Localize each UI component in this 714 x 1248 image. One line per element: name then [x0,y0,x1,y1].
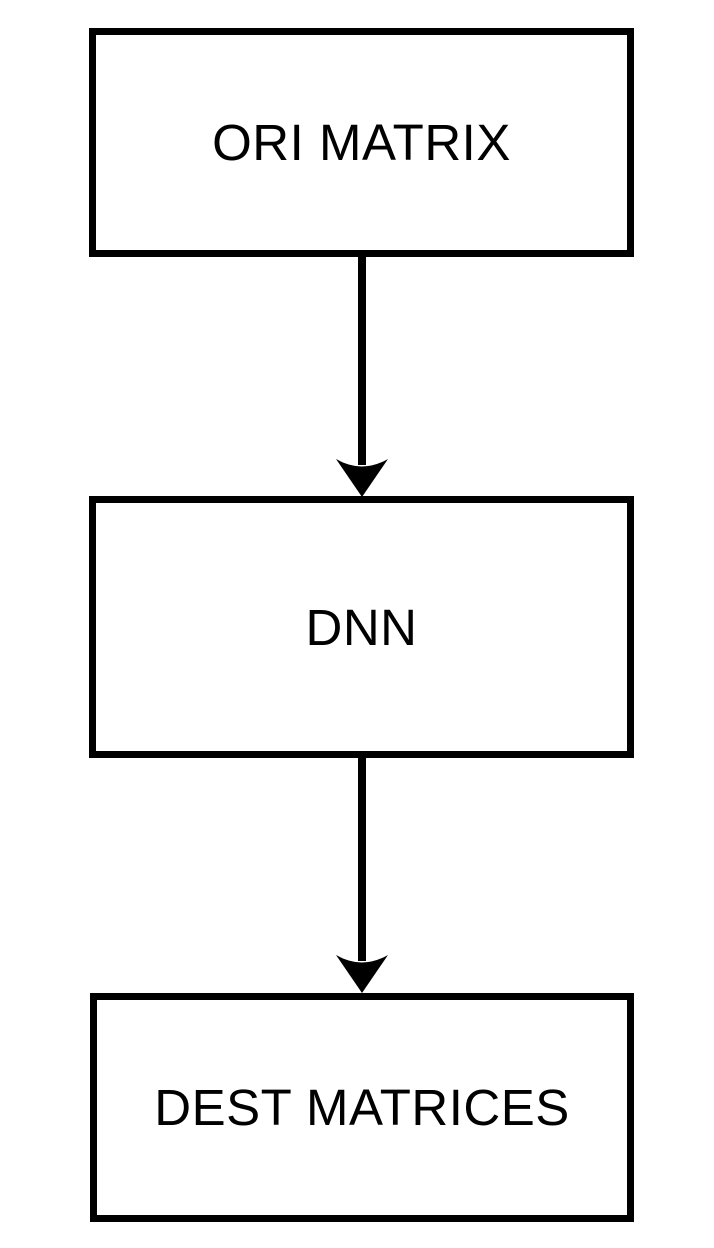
connector-ori-to-dnn [336,257,388,497]
node-dnn: DNN [89,496,634,758]
node-dest-matrices: DEST MATRICES [90,993,634,1222]
node-dest-matrices-label: DEST MATRICES [154,1079,570,1136]
node-dnn-label: DNN [305,598,418,656]
arrow-down-icon [336,459,388,497]
arrow-down-icon [336,955,388,993]
connector-dnn-to-dest [336,758,388,993]
node-ori-matrix: ORI MATRIX [89,28,634,257]
node-ori-matrix-label: ORI MATRIX [212,114,511,171]
